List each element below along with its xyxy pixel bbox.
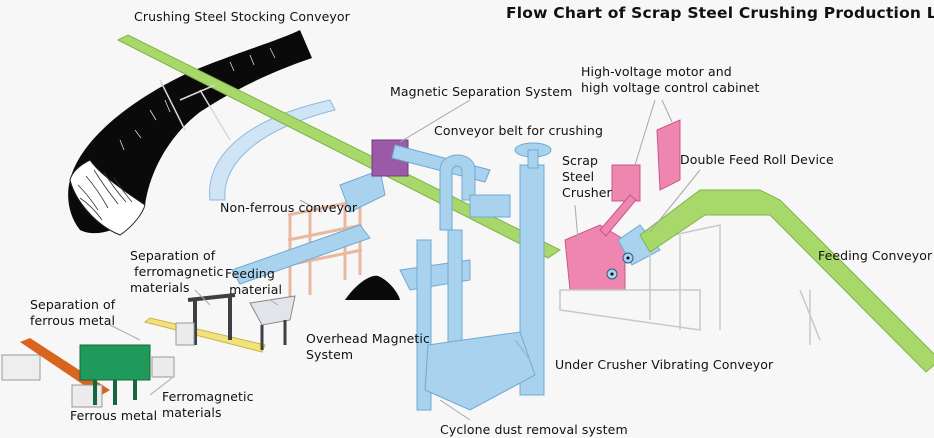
stocking-conveyor-graphic (116, 34, 561, 259)
feeding-conveyor-graphic (639, 189, 934, 373)
scrap-stockpile (68, 30, 312, 236)
ferrous-separation-line (1, 293, 296, 408)
label-double-feed-roll-device: Double Feed Roll Device (680, 152, 834, 167)
label-feeding-material: Feeding material (225, 266, 283, 297)
leader-lines (109, 99, 701, 421)
diagram-title: Flow Chart of Scrap Steel Crushing Produ… (506, 4, 934, 22)
label-under-crusher-vibrating-conveyor: Under Crusher Vibrating Conveyor (555, 357, 774, 372)
scrap-crusher-graphic (564, 119, 681, 291)
under-crusher-frame (559, 224, 821, 345)
label-separation-of-ferrous-metal: Separation of ferrous metal (30, 297, 116, 328)
label-scrap-steel-crusher: Scrap Steel Crusher (562, 153, 612, 200)
label-feeding-conveyor: Feeding Conveyor (818, 248, 933, 263)
label-magnetic-separation-system: Magnetic Separation System (390, 84, 573, 99)
cyclone-dust-removal-graphic (399, 142, 552, 411)
label-ferromagnetic-materials: Ferromagnetic materials (162, 389, 254, 420)
label-cyclone-dust-removal-system: Cyclone dust removal system (440, 422, 628, 437)
label-separation-of-ferromagnetic-materials: Separation of ferromagnetic materials (130, 248, 224, 295)
non-ferrous-conveyor-curve (209, 99, 336, 201)
ferrous-pile (345, 275, 400, 300)
overhead-blue-conveyor (231, 224, 371, 285)
non-ferrous-blue-chute (339, 169, 386, 213)
label-non-ferrous-conveyor: Non-ferrous conveyor (220, 200, 358, 215)
label-ferrous-metal: Ferrous metal (70, 408, 158, 423)
label-overhead-magnetic-system: Overhead Magnetic System (306, 331, 430, 362)
label-conveyor-belt-for-crushing: Conveyor belt for crushing (434, 123, 603, 138)
label-crushing-steel-stocking-conveyor: Crushing Steel Stocking Conveyor (134, 9, 350, 24)
label-high-voltage-motor: High-voltage motor and high voltage cont… (581, 64, 760, 95)
